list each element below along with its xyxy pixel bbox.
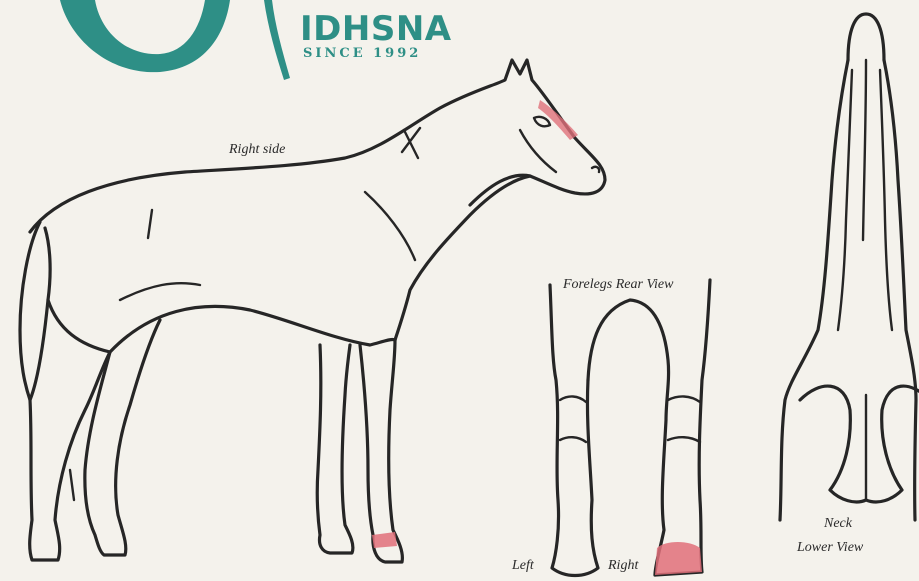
horse-face-marking bbox=[538, 100, 578, 140]
foreleg-left-knee bbox=[560, 396, 586, 442]
horse-jaw-line bbox=[520, 130, 556, 172]
logo-swoosh-tail bbox=[264, 0, 290, 80]
horse-whorl-marking bbox=[402, 128, 420, 158]
foreleg-left-outer bbox=[550, 285, 598, 576]
horse-nostril bbox=[592, 167, 599, 172]
logo-swoosh bbox=[60, 0, 230, 72]
horse-leg-marking bbox=[372, 532, 397, 548]
horse-hock-detail bbox=[70, 470, 74, 500]
foreleg-inner-arch bbox=[588, 300, 669, 575]
horse-belly bbox=[48, 300, 395, 352]
horse-hind-leg-rear bbox=[30, 352, 110, 560]
horse-hind-leg-front bbox=[85, 320, 160, 555]
horse-shoulder-line bbox=[365, 192, 415, 260]
horse-tail bbox=[20, 222, 50, 400]
logo-tagline: SINCE 1992 bbox=[303, 46, 421, 61]
label-right-side: Right side bbox=[228, 142, 285, 157]
neck-chest-lobes bbox=[800, 386, 919, 502]
horse-topline bbox=[30, 60, 605, 340]
label-neck: Neck bbox=[823, 516, 853, 531]
forelegs-rear-view: Forelegs Rear View Left Right bbox=[511, 277, 710, 576]
foreleg-right-marking bbox=[655, 542, 702, 575]
label-forelegs-rear-view: Forelegs Rear View bbox=[562, 277, 674, 292]
neck-lower-view: Neck Lower View bbox=[780, 14, 919, 555]
logo-name: IDHSNA bbox=[300, 9, 452, 49]
neck-outline-left bbox=[780, 60, 848, 520]
horse-flank-mark bbox=[148, 210, 152, 238]
horse-foreleg-right bbox=[360, 340, 402, 562]
label-right: Right bbox=[607, 558, 639, 573]
label-left: Left bbox=[511, 558, 535, 573]
foreleg-right-knee bbox=[668, 396, 700, 442]
horse-right-side: Right side bbox=[20, 60, 605, 562]
horse-elbow-line bbox=[120, 283, 200, 300]
horse-foreleg-left bbox=[317, 345, 353, 553]
neck-head-knob bbox=[848, 14, 884, 60]
label-lower-view: Lower View bbox=[796, 540, 864, 555]
horse-eye bbox=[534, 117, 550, 126]
logo: IDHSNA SINCE 1992 bbox=[60, 0, 452, 80]
neck-inner-lines bbox=[838, 60, 892, 330]
